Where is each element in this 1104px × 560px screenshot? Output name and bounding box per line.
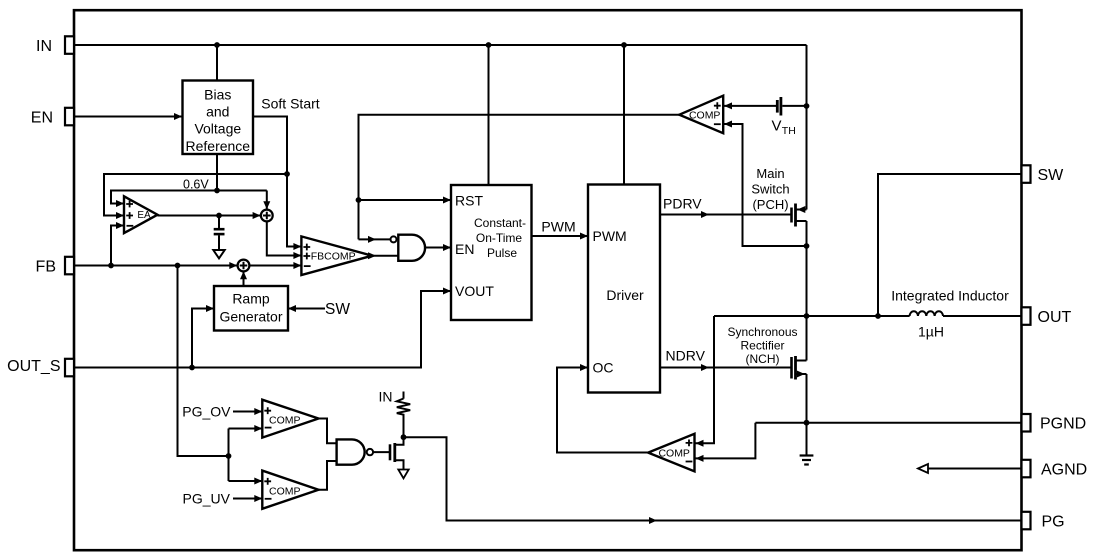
svg-text:0.6V: 0.6V xyxy=(183,178,209,192)
svg-text:Soft Start: Soft Start xyxy=(261,96,319,112)
svg-text:V: V xyxy=(772,117,782,134)
svg-text:and: and xyxy=(206,104,229,120)
svg-text:OUT: OUT xyxy=(1038,309,1072,326)
svg-text:PDRV: PDRV xyxy=(663,196,702,212)
svg-text:Rectifier: Rectifier xyxy=(740,339,784,353)
svg-text:VOUT: VOUT xyxy=(455,283,494,299)
svg-text:PG_UV: PG_UV xyxy=(183,491,231,507)
svg-text:PG_OV: PG_OV xyxy=(182,404,231,420)
svg-text:SW: SW xyxy=(325,301,350,318)
svg-text:Switch: Switch xyxy=(751,182,789,197)
svg-text:IN: IN xyxy=(379,389,393,405)
svg-text:RST: RST xyxy=(455,193,483,209)
svg-text:PWM: PWM xyxy=(593,228,627,244)
svg-text:AGND: AGND xyxy=(1041,461,1087,478)
svg-text:TH: TH xyxy=(782,125,796,137)
svg-text:EN: EN xyxy=(455,241,474,257)
svg-text:FBCOMP: FBCOMP xyxy=(311,251,356,263)
svg-text:PGND: PGND xyxy=(1040,416,1086,433)
svg-text:IN: IN xyxy=(36,38,52,55)
svg-text:Pulse: Pulse xyxy=(487,246,517,260)
svg-text:NDRV: NDRV xyxy=(666,348,706,364)
svg-text:Reference: Reference xyxy=(186,138,251,154)
svg-text:1µH: 1µH xyxy=(918,323,944,339)
svg-text:Voltage: Voltage xyxy=(194,121,241,137)
svg-text:Constant-: Constant- xyxy=(474,216,526,230)
svg-text:On-Time: On-Time xyxy=(476,231,523,245)
svg-text:Driver: Driver xyxy=(606,287,644,303)
svg-text:OC: OC xyxy=(593,360,614,376)
svg-text:Generator: Generator xyxy=(219,309,282,325)
svg-text:COMP: COMP xyxy=(689,110,721,122)
svg-text:PG: PG xyxy=(1042,513,1065,530)
svg-text:COMP: COMP xyxy=(269,415,301,427)
svg-text:COMP: COMP xyxy=(269,486,301,498)
svg-text:Main: Main xyxy=(756,166,784,181)
svg-text:COMP: COMP xyxy=(658,447,690,459)
svg-text:OUT_S: OUT_S xyxy=(7,358,60,375)
svg-text:Ramp: Ramp xyxy=(232,290,270,306)
svg-text:FB: FB xyxy=(36,258,56,275)
svg-text:EN: EN xyxy=(31,109,53,126)
svg-text:PWM: PWM xyxy=(541,219,575,235)
svg-text:Integrated Inductor: Integrated Inductor xyxy=(891,288,1009,304)
svg-text:(PCH): (PCH) xyxy=(752,197,788,212)
svg-text:SW: SW xyxy=(1038,167,1065,184)
svg-text:Bias: Bias xyxy=(204,87,231,103)
svg-text:(NCH): (NCH) xyxy=(746,352,780,366)
svg-text:EA: EA xyxy=(137,210,151,221)
svg-text:Synchronous: Synchronous xyxy=(727,325,797,339)
